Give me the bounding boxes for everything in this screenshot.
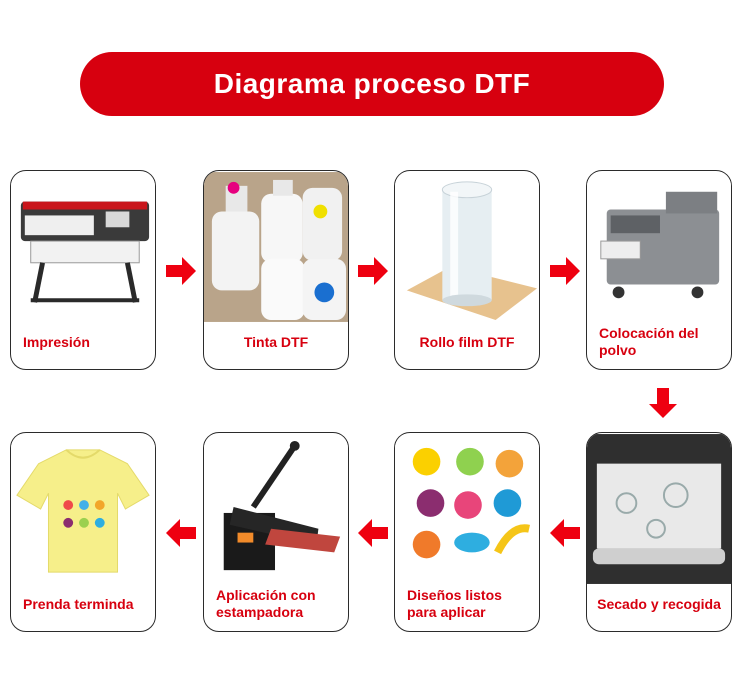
step-card-disenos: Diseños listos para aplicar [394, 432, 540, 632]
arrow-right-icon [548, 254, 582, 288]
diagram-title: Diagrama proceso DTF [80, 52, 664, 116]
step-card-secado: Secado y recogida [586, 432, 732, 632]
step-label: Diseños listos para aplicar [407, 587, 502, 620]
powder-shaker-icon [587, 171, 731, 323]
step-card-prenda: Prenda terminda [10, 432, 156, 632]
step-label: Rollo film DTF [419, 333, 515, 350]
heat-press-icon [204, 433, 348, 585]
arrow-right-icon [164, 254, 198, 288]
step-card-aplicacion: Aplicación con estampadora [203, 432, 349, 632]
printer-icon [11, 171, 155, 323]
step-label: Colocación del polvo [599, 325, 699, 358]
step-card-film: Rollo film DTF [394, 170, 540, 370]
film-roll-icon [395, 171, 539, 323]
arrow-down-icon [646, 386, 680, 420]
step-card-tinta: Tinta DTF [203, 170, 349, 370]
ink-bottles-icon [204, 171, 348, 323]
step-label: Secado y recogida [597, 595, 721, 612]
step-label: Prenda terminda [23, 595, 134, 612]
step-card-polvo: Colocación del polvo [586, 170, 732, 370]
tshirt-icon [11, 433, 155, 585]
arrow-left-icon [548, 516, 582, 550]
dryer-icon [587, 433, 731, 585]
step-card-impresion: Impresión [10, 170, 156, 370]
transfer-designs-icon [395, 433, 539, 585]
arrow-left-icon [164, 516, 198, 550]
arrow-right-icon [356, 254, 390, 288]
arrow-left-icon [356, 516, 390, 550]
step-label: Aplicación con estampadora [216, 587, 316, 620]
step-label: Impresión [23, 333, 90, 350]
step-label: Tinta DTF [243, 333, 309, 350]
